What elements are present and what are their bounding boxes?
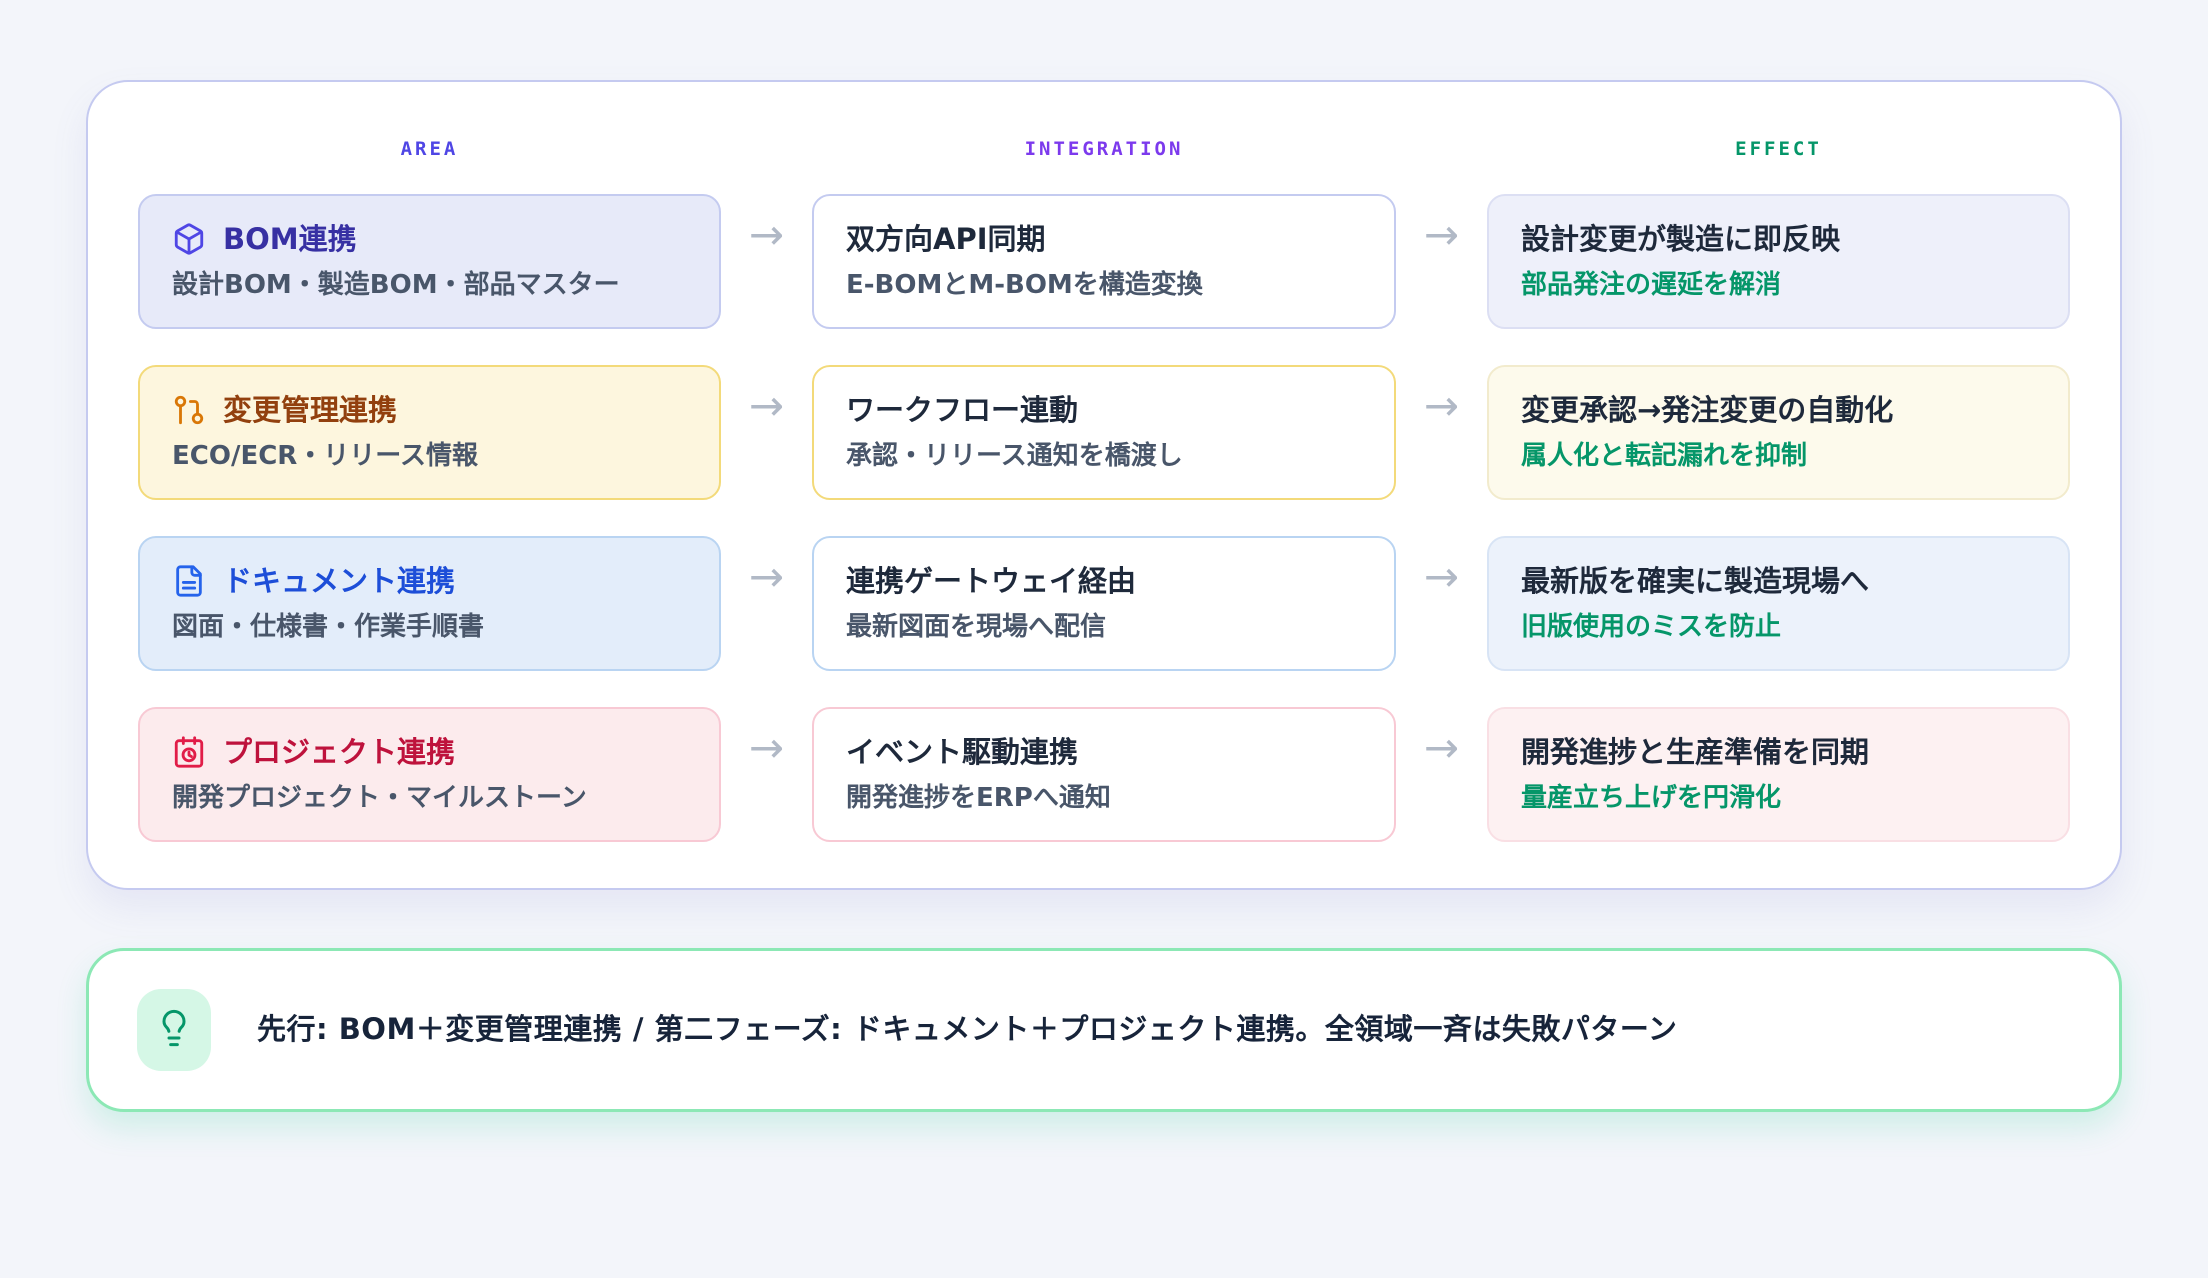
flow-row-project: プロジェクト連携 開発プロジェクト・マイルストーン → イベント駆動連携 開発進… xyxy=(138,706,2070,842)
integration-card-bom: 双方向API同期 E-BOMとM-BOMを構造変換 xyxy=(812,194,1396,329)
column-headers: AREA INTEGRATION EFFECT xyxy=(138,138,2070,160)
effect-card-change: 変更承認→発注変更の自動化 属人化と転記漏れを抑制 xyxy=(1487,364,2070,500)
file-text-icon xyxy=(172,564,206,598)
integration-map-panel: AREA INTEGRATION EFFECT BOM連携 設計BOM・製造BO… xyxy=(86,80,2122,890)
arrow-right-icon: → xyxy=(1423,551,1460,601)
integration-card-title: 双方向API同期 xyxy=(846,222,1046,256)
integration-card-change: ワークフロー連動 承認・リリース通知を橋渡し xyxy=(812,364,1396,500)
effect-card-subtitle: 部品発注の遅延を解消 xyxy=(1521,269,1782,300)
effect-card-project: 開発進捗と生産準備を同期 量産立ち上げを円滑化 xyxy=(1487,706,2070,842)
integration-card-title: ワークフロー連動 xyxy=(846,392,1079,427)
calendar-clock-icon xyxy=(172,735,206,769)
area-card-subtitle: 設計BOM・製造BOM・部品マスター xyxy=(172,269,620,300)
integration-card-subtitle: E-BOMとM-BOMを構造変換 xyxy=(846,269,1203,300)
area-card-title: BOM連携 xyxy=(223,222,357,256)
arrow-right-icon: → xyxy=(1423,380,1460,430)
area-card-subtitle: 開発プロジェクト・マイルストーン xyxy=(172,782,587,813)
effect-card-subtitle: 属人化と転記漏れを抑制 xyxy=(1521,440,1808,471)
package-icon xyxy=(172,222,206,256)
arrow-right-icon: → xyxy=(1423,210,1460,259)
flow-row-document: ドキュメント連携 図面・仕様書・作業手順書 → 連携ゲートウェイ経由 最新図面を… xyxy=(138,535,2070,671)
area-card-title: ドキュメント連携 xyxy=(223,563,456,598)
integration-card-title: 連携ゲートウェイ経由 xyxy=(846,563,1137,598)
area-card-subtitle: ECO/ECR・リリース情報 xyxy=(172,440,479,471)
integration-card-title: イベント駆動連携 xyxy=(846,734,1079,769)
integration-card-subtitle: 承認・リリース通知を橋渡し xyxy=(846,440,1183,471)
effect-card-document: 最新版を確実に製造現場へ 旧版使用のミスを防止 xyxy=(1487,535,2070,671)
effect-card-title: 開発進捗と生産準備を同期 xyxy=(1521,734,1870,769)
lightbulb-icon-box xyxy=(137,989,211,1071)
area-card-subtitle: 図面・仕様書・作業手順書 xyxy=(172,611,485,642)
area-card-change: 変更管理連携 ECO/ECR・リリース情報 xyxy=(138,364,721,500)
flow-row-bom: BOM連携 設計BOM・製造BOM・部品マスター → 双方向API同期 E-BO… xyxy=(138,194,2070,329)
column-header-area: AREA xyxy=(400,138,459,160)
area-card-bom: BOM連携 設計BOM・製造BOM・部品マスター xyxy=(138,194,721,329)
integration-card-subtitle: 開発進捗をERPへ通知 xyxy=(846,782,1111,813)
integration-card-project: イベント駆動連携 開発進捗をERPへ通知 xyxy=(812,706,1396,842)
arrow-right-icon: → xyxy=(748,380,785,430)
column-header-effect: EFFECT xyxy=(1735,138,1822,160)
effect-card-bom: 設計変更が製造に即反映 部品発注の遅延を解消 xyxy=(1487,194,2070,329)
arrow-right-icon: → xyxy=(1423,722,1460,772)
flow-row-change: 変更管理連携 ECO/ECR・リリース情報 → ワークフロー連動 承認・リリース… xyxy=(138,364,2070,500)
advice-note-text: 先行: BOM＋変更管理連携 / 第二フェーズ: ドキュメント＋プロジェクト連携… xyxy=(257,1012,1678,1047)
effect-card-subtitle: 量産立ち上げを円滑化 xyxy=(1521,782,1782,813)
integration-card-subtitle: 最新図面を現場へ配信 xyxy=(846,611,1107,642)
effect-card-title: 設計変更が製造に即反映 xyxy=(1521,222,1841,256)
column-header-integration: INTEGRATION xyxy=(1024,138,1184,160)
advice-note: 先行: BOM＋変更管理連携 / 第二フェーズ: ドキュメント＋プロジェクト連携… xyxy=(86,948,2122,1112)
lightbulb-icon xyxy=(154,1008,194,1052)
area-card-document: ドキュメント連携 図面・仕様書・作業手順書 xyxy=(138,535,721,671)
arrow-right-icon: → xyxy=(748,722,785,772)
effect-card-subtitle: 旧版使用のミスを防止 xyxy=(1521,611,1782,642)
area-card-title: 変更管理連携 xyxy=(223,392,398,427)
arrow-right-icon: → xyxy=(748,210,785,259)
arrow-right-icon: → xyxy=(748,551,785,601)
effect-card-title: 変更承認→発注変更の自動化 xyxy=(1521,392,1894,427)
git-branch-icon xyxy=(172,393,206,427)
integration-card-document: 連携ゲートウェイ経由 最新図面を現場へ配信 xyxy=(812,535,1396,671)
area-card-project: プロジェクト連携 開発プロジェクト・マイルストーン xyxy=(138,706,721,842)
area-card-title: プロジェクト連携 xyxy=(223,734,456,769)
effect-card-title: 最新版を確実に製造現場へ xyxy=(1521,563,1870,598)
